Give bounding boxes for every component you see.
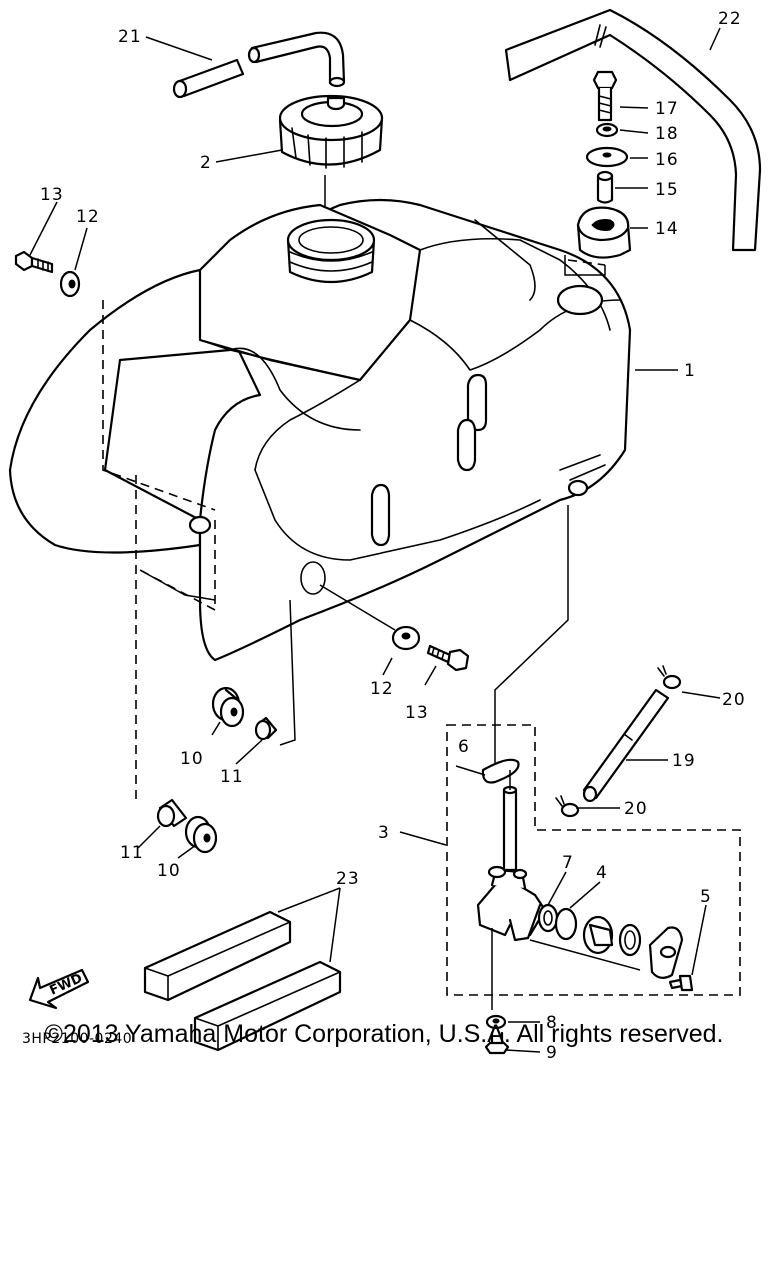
callout-leaders <box>29 27 721 1053</box>
drawing-code: 3HP2100-0240 <box>22 1031 132 1047</box>
callout-1: 1 <box>684 361 696 381</box>
tank-pads <box>143 910 342 1052</box>
callout-10-lower: 10 <box>157 861 181 881</box>
band-washer-small <box>595 122 619 138</box>
callout-13-lower: 13 <box>405 703 429 723</box>
fuel-tank <box>8 198 632 662</box>
callout-20-lower: 20 <box>624 799 648 819</box>
fuel-cap <box>278 94 384 240</box>
callout-4: 4 <box>596 863 608 883</box>
fuel-cock-assembly <box>446 724 741 1010</box>
callout-22: 22 <box>718 9 742 29</box>
callout-12-upper: 12 <box>76 207 100 227</box>
tank-damper-lower <box>184 815 218 854</box>
tank-collar-upper <box>254 716 278 741</box>
tank-bolt-lower <box>426 644 470 672</box>
callout-14: 14 <box>655 219 679 239</box>
tank-collar-lower <box>156 798 188 828</box>
band-bolt <box>592 70 618 122</box>
callout-20-upper: 20 <box>722 690 746 710</box>
callout-2: 2 <box>200 153 212 173</box>
band-washer-large <box>585 146 629 168</box>
callout-7: 7 <box>562 853 574 873</box>
callout-10-upper: 10 <box>180 749 204 769</box>
callout-3: 3 <box>378 823 390 843</box>
callout-12-lower: 12 <box>370 679 394 699</box>
callout-8: 8 <box>546 1013 558 1033</box>
callout-11-lower: 11 <box>120 843 144 863</box>
fuel-pipe-clip-lower <box>555 795 580 818</box>
tank-washer-lower <box>391 625 421 651</box>
callout-11-upper: 11 <box>220 767 244 787</box>
fwd-label: FWD <box>48 971 85 999</box>
breather-hose <box>172 31 346 99</box>
fuel-pipe-clip-upper <box>657 665 682 690</box>
callout-23: 23 <box>336 869 360 889</box>
band-collar <box>596 170 614 204</box>
callout-6: 6 <box>458 737 470 757</box>
callout-19: 19 <box>672 751 696 771</box>
assembly-guide-lines <box>102 255 606 800</box>
tank-bolt-upper <box>14 250 54 274</box>
tank-damper-upper <box>211 686 245 728</box>
tank-band <box>504 8 762 252</box>
callout-5: 5 <box>700 887 712 907</box>
callout-9: 9 <box>546 1043 558 1063</box>
fuel-pipe <box>582 688 670 803</box>
callout-17: 17 <box>655 99 679 119</box>
callout-13-upper: 13 <box>40 185 64 205</box>
drain-bolt <box>484 1031 510 1055</box>
band-damper <box>576 206 632 259</box>
callout-labels: 21 2 13 12 22 17 18 16 15 14 1 12 13 10 … <box>40 9 746 1063</box>
tank-washer-upper <box>59 270 81 298</box>
callout-15: 15 <box>655 180 679 200</box>
callout-16: 16 <box>655 150 679 170</box>
forward-direction-arrow: FWD <box>28 968 90 1010</box>
callout-21: 21 <box>118 27 142 47</box>
copyright-notice: ©2013 Yamaha Motor Corporation, U.S.A. A… <box>44 1020 724 1048</box>
callout-18: 18 <box>655 124 679 144</box>
fuel-tank-exploded-diagram: FWD 21 2 13 12 <box>8 8 762 1063</box>
drain-washer <box>485 1014 507 1030</box>
